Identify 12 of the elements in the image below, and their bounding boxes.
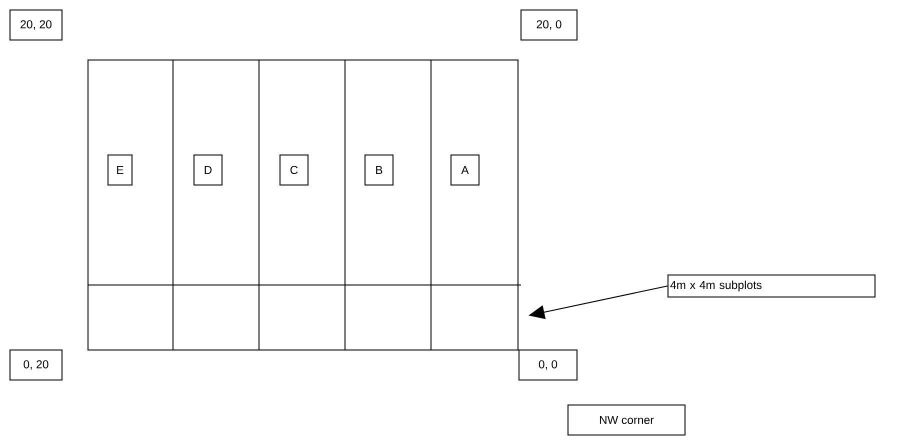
subplot-letter-box: D — [194, 154, 222, 186]
subplot-letter-box: A — [450, 154, 480, 186]
corner-label-box: 20, 20 — [10, 10, 62, 40]
subplot-letter-box: C — [280, 154, 308, 186]
callout-box: 4m x 4m subplots — [668, 274, 876, 298]
corner-label-box: 0, 20 — [10, 350, 62, 380]
label-box: NW corner — [568, 404, 686, 436]
subplot-letter-box: B — [364, 154, 394, 186]
plot-grid — [88, 60, 518, 350]
corner-label-box: 0, 0 — [518, 350, 578, 380]
corner-label-box: 20, 0 — [520, 10, 578, 40]
subplot-letter-box: E — [108, 154, 132, 186]
